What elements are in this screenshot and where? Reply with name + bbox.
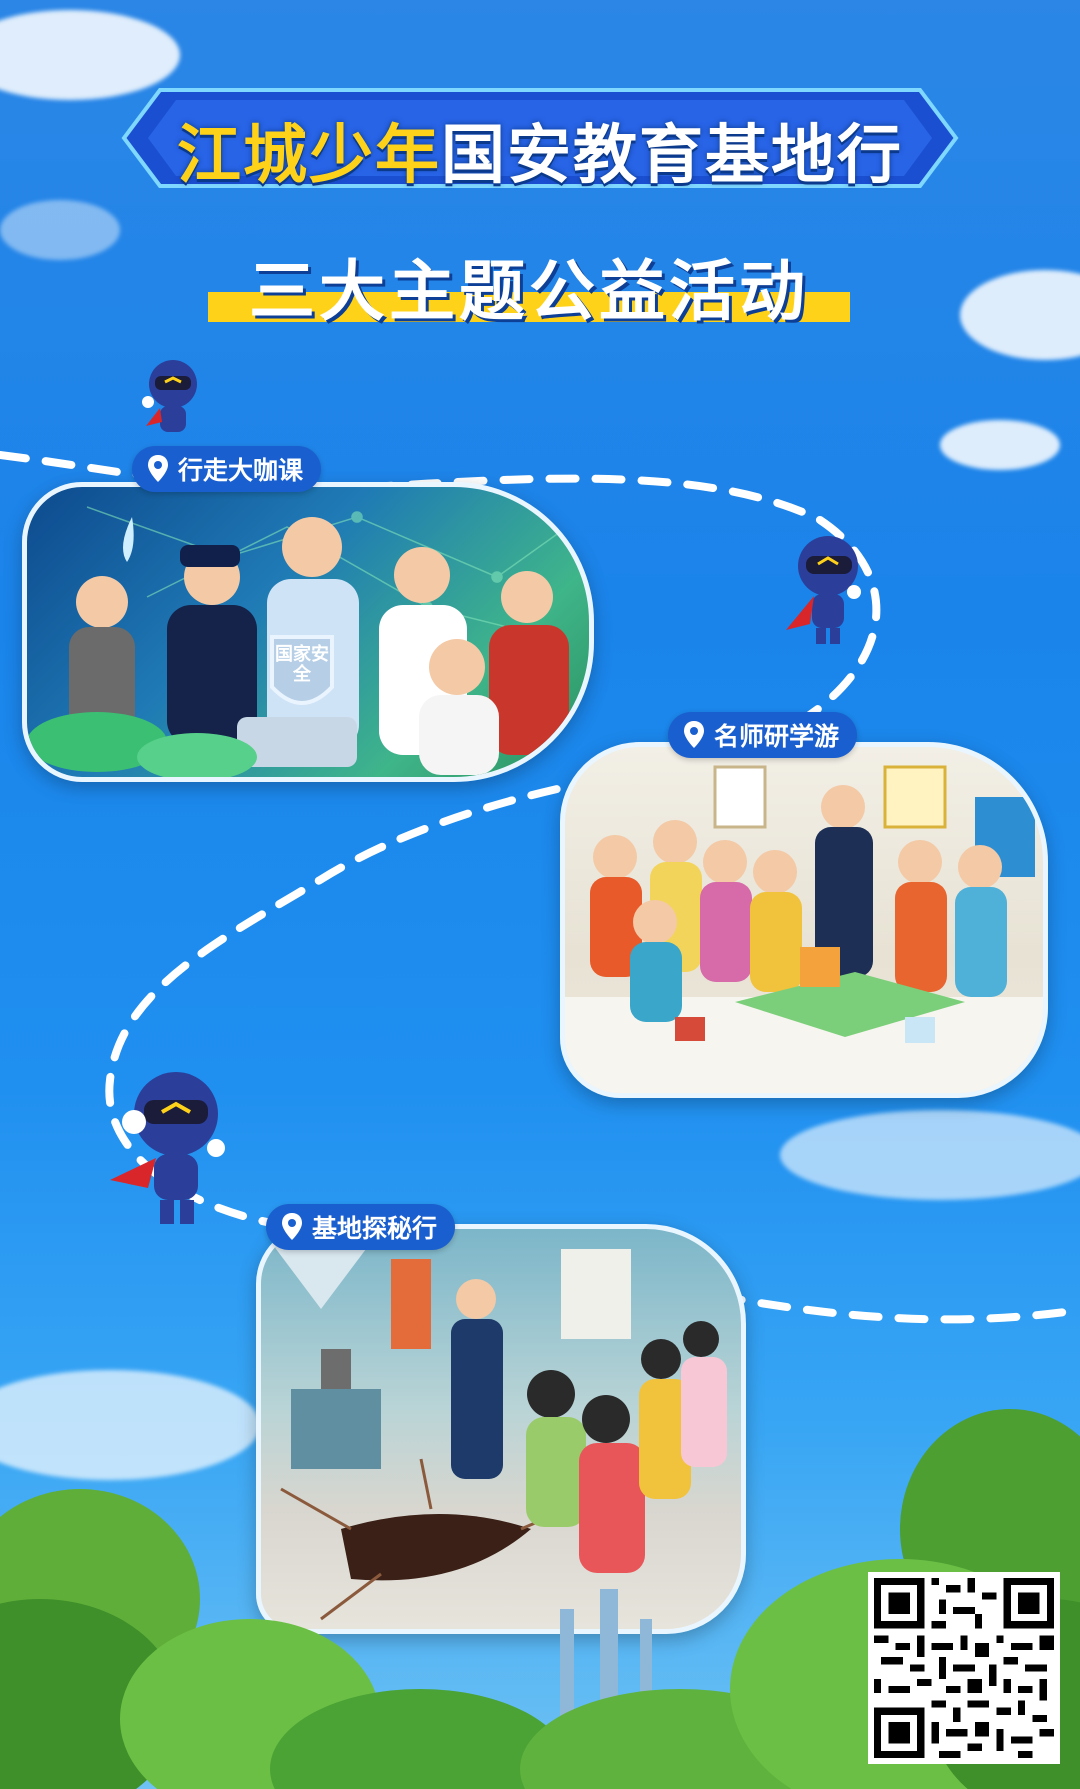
cloud [0,10,180,100]
stop-label-lecture: 行走大咖课 [132,446,322,492]
title-banner: 江城少年国安教育基地行 [120,82,960,194]
title-highlight: 江城少年 [177,119,441,193]
page-title: 江城少年国安教育基地行 [120,104,960,196]
stop-label-text: 基地探秘行 [312,1214,438,1243]
location-pin-icon [282,1213,302,1240]
subtitle: 三大主题公益活动 [249,252,809,330]
mascot-icon [142,360,197,432]
cloud [0,200,120,260]
title-rest: 国安教育基地行 [441,119,903,193]
cloud [0,1370,260,1480]
qr-code[interactable] [868,1572,1060,1764]
mascot-icon [786,536,861,644]
subtitle-highlight-bar [208,292,850,322]
shield-badge-text: 国家安全 [275,644,329,685]
location-pin-icon [148,455,168,482]
stop-label-text: 名师研学游 [714,722,840,751]
cloud [940,420,1060,470]
cloud [780,1110,1080,1200]
qr-code-icon [874,1578,1054,1758]
stop-label-base-explore: 基地探秘行 [266,1204,456,1250]
mascot-icon [110,1072,225,1224]
stop-label-text: 行走大咖课 [178,456,304,485]
subtitle-block: 三大主题公益活动 [208,238,850,330]
scene-study-tour [560,742,1048,1098]
location-pin-icon [684,721,704,748]
stop-label-study-tour: 名师研学游 [668,712,858,758]
scene-lecture: 国家安全 [22,482,594,782]
